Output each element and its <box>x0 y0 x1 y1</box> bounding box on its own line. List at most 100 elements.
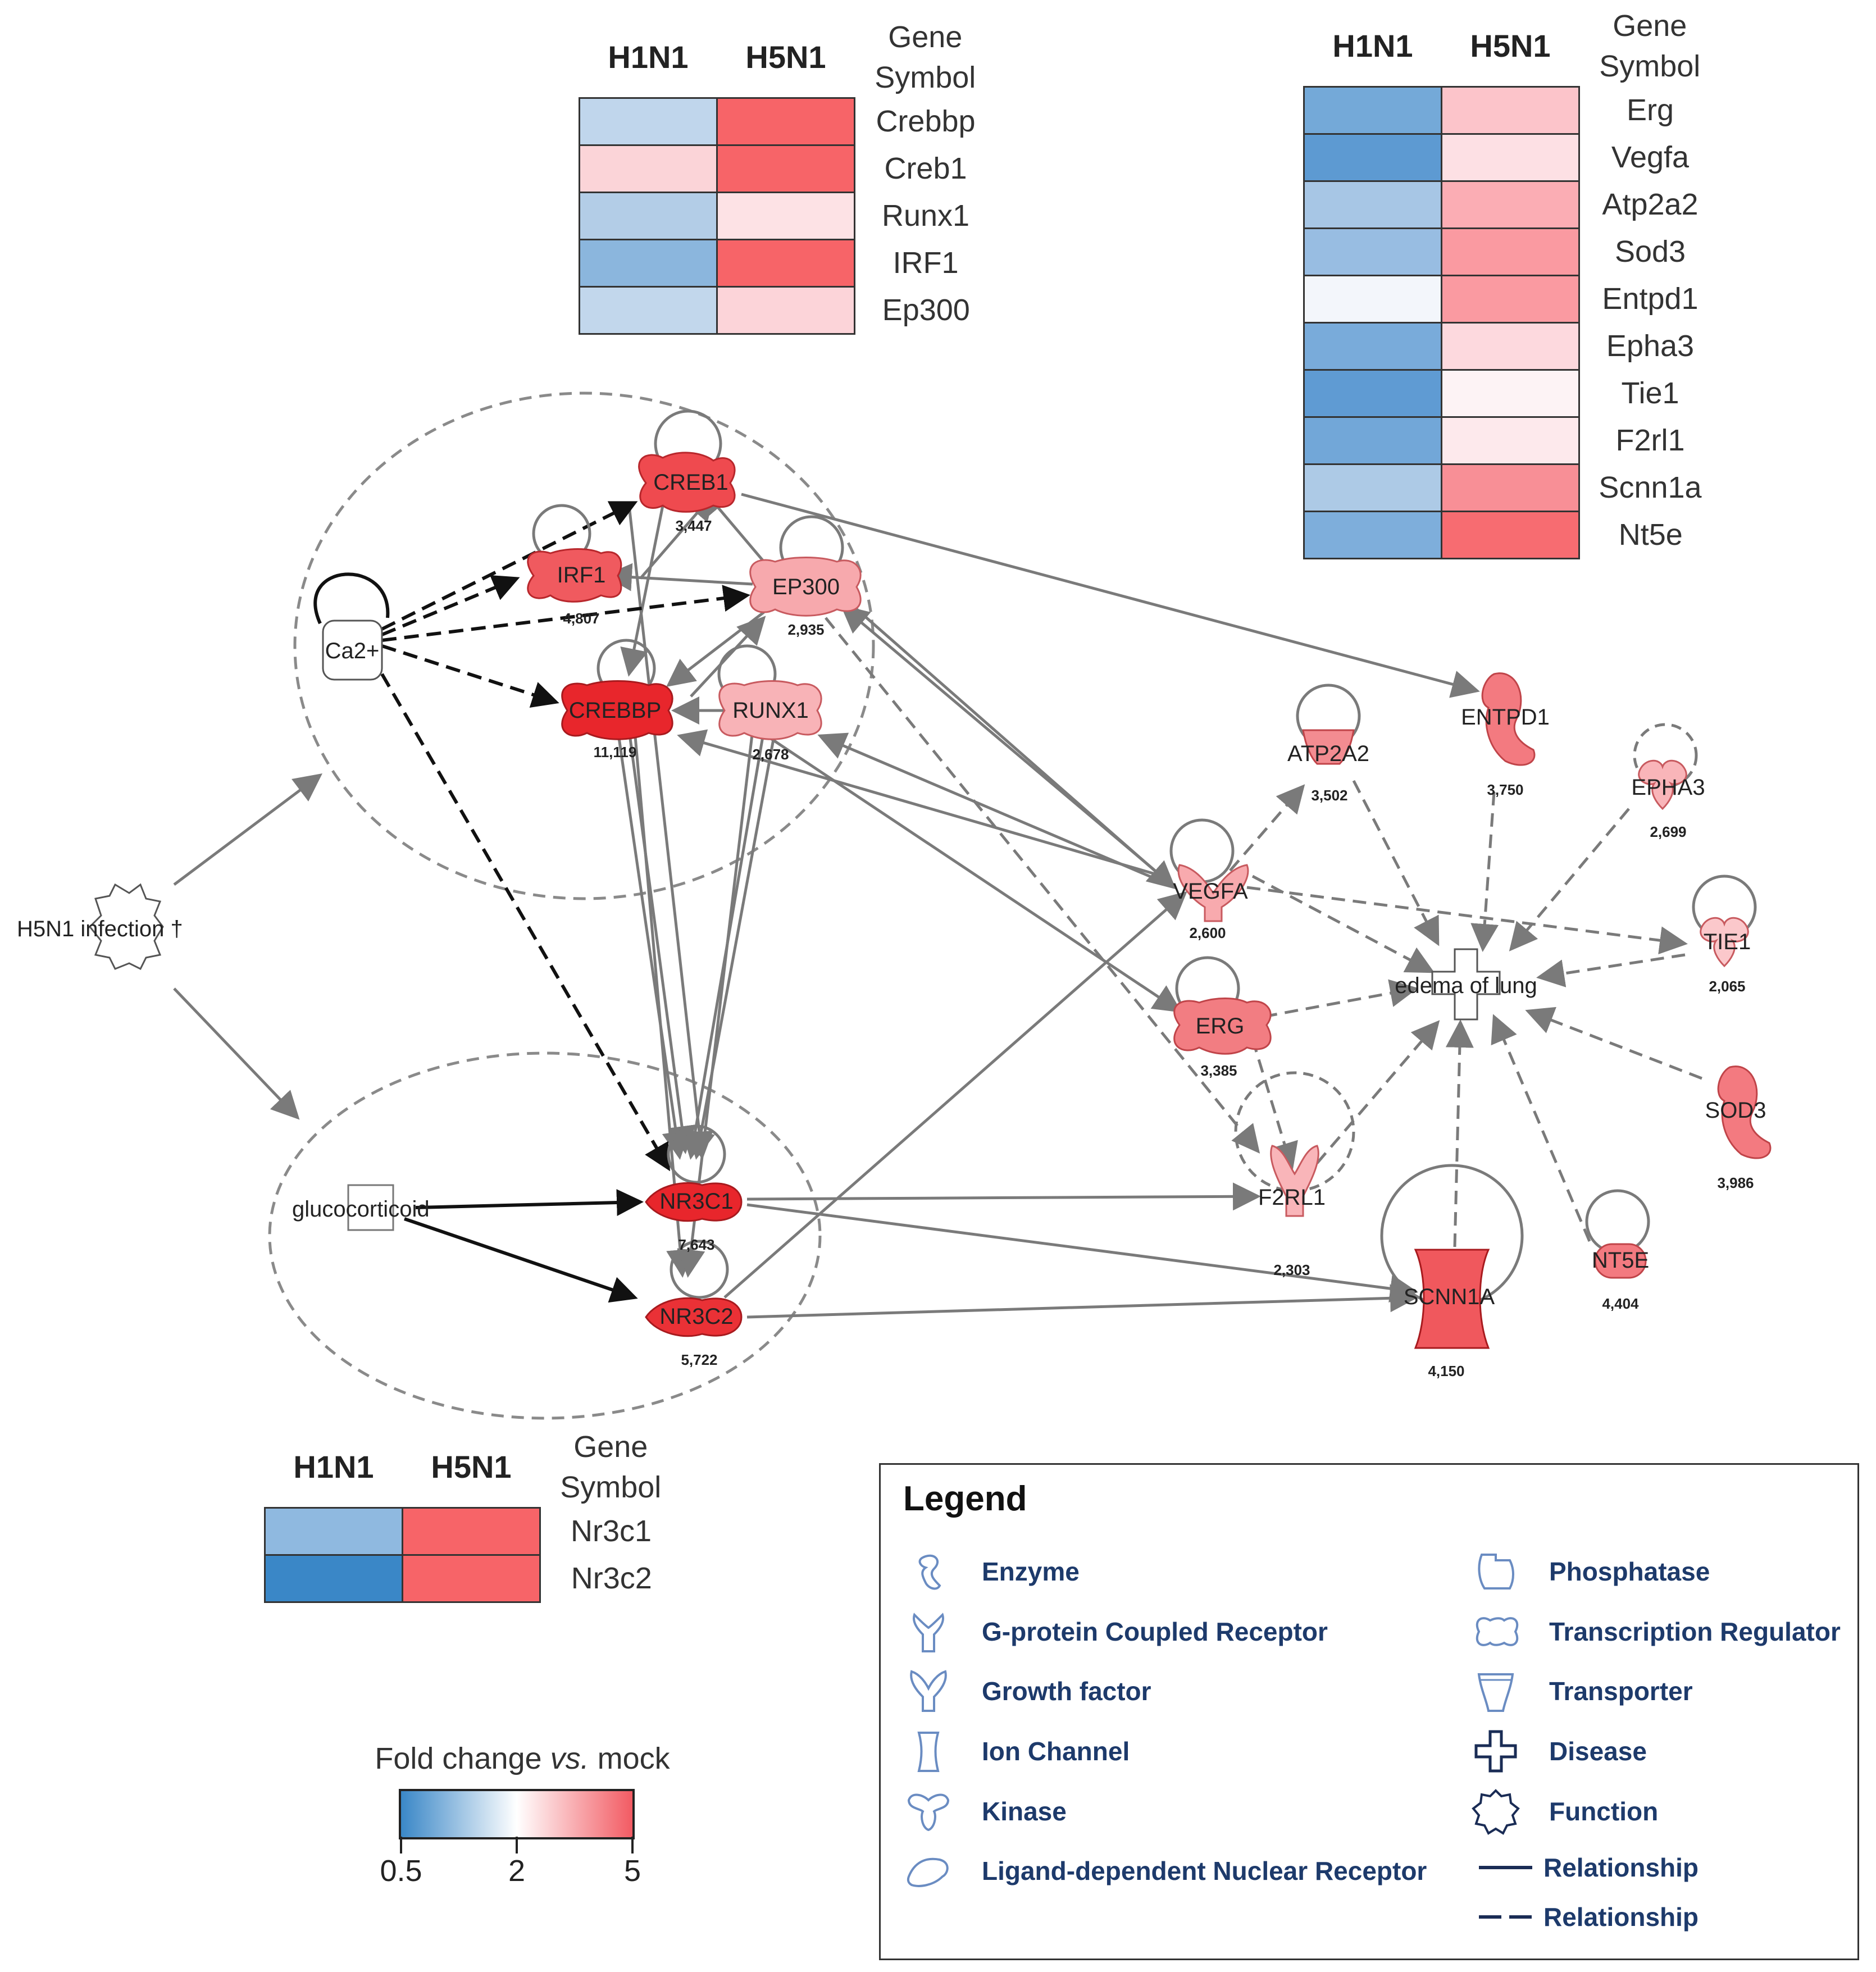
h5n1-cell <box>716 238 855 288</box>
node-label: TIE1 <box>1704 930 1751 954</box>
node-tie1[interactable]: TIE1 2,065 <box>1700 917 1751 995</box>
disease-icon <box>1474 1730 1517 1773</box>
node-entpd1[interactable]: ENTPD1 3,750 <box>1461 672 1550 798</box>
gpcr-icon <box>913 1613 944 1652</box>
node-sod3[interactable]: SOD3 3,986 <box>1705 1065 1772 1191</box>
h5n1-cell <box>402 1506 541 1556</box>
col-h5n1: H5N1 <box>431 1449 512 1484</box>
legend-label: Transporter <box>1549 1677 1693 1706</box>
legend-item-growth-factor: Growth factor <box>903 1666 1151 1716</box>
node-value: 2,935 <box>787 621 824 638</box>
nuclear-receptor-icon <box>907 1857 949 1887</box>
scale-tick-label: 2 <box>508 1854 526 1888</box>
scale-title-em: vs. <box>550 1742 589 1775</box>
node-value: 2,678 <box>752 746 789 763</box>
node-glucocorticoid[interactable]: glucocorticoid <box>292 1184 430 1231</box>
node-ca2[interactable]: Ca2+ <box>322 620 383 681</box>
node-label: ERG <box>1196 1014 1245 1039</box>
node-value: 2,699 <box>1650 823 1686 840</box>
node-h5n1-infection[interactable]: H5N1 infection † <box>17 883 183 971</box>
col-h5n1: H5N1 <box>745 39 826 75</box>
node-atp2a2[interactable]: ATP2A2 3,502 <box>1287 729 1369 804</box>
legend-label: Disease <box>1549 1737 1647 1766</box>
gene-symbol: Sod3 <box>1614 235 1686 268</box>
node-label: SOD3 <box>1705 1098 1766 1123</box>
legend-label: Kinase <box>982 1797 1067 1826</box>
h5n1-cell <box>1441 510 1580 559</box>
legend-title: Legend <box>903 1479 1027 1518</box>
node-value: 3,385 <box>1200 1062 1237 1079</box>
legend-item-ion-channel: Ion Channel <box>903 1726 1130 1777</box>
gene-symbol: Creb1 <box>884 152 967 185</box>
h1n1-cell <box>1303 274 1442 324</box>
node-erg[interactable]: ERG 3,385 <box>1173 998 1272 1080</box>
kinase-icon <box>907 1793 950 1832</box>
scale-title-post: mock <box>589 1742 670 1775</box>
col-h1n1: H1N1 <box>608 39 689 75</box>
node-label: H5N1 infection † <box>17 917 183 941</box>
node-edema-of-lung[interactable]: edema of lung <box>1395 948 1537 1021</box>
col-h5n1: H5N1 <box>1470 28 1551 63</box>
node-runx1[interactable]: RUNX1 2,678 <box>718 680 822 763</box>
h1n1-cell <box>1303 180 1442 229</box>
heatmap-row: F2rl1 <box>1303 416 1722 465</box>
node-creb1[interactable]: CREB1 3,447 <box>638 452 736 534</box>
legend-item-transcription-regulator: Transcription Regulator <box>1470 1606 1841 1657</box>
legend-item-nuclear-receptor: Ligand-dependent Nuclear Receptor <box>903 1846 1427 1896</box>
node-label: CREB1 <box>653 470 728 495</box>
solid-line-icon <box>1479 1866 1532 1869</box>
phosphatase-icon <box>1478 1554 1514 1590</box>
col-gene-symbol: Gene Symbol <box>560 1430 662 1504</box>
h5n1-cell <box>1441 133 1580 182</box>
legend-label: Ion Channel <box>982 1737 1130 1766</box>
h1n1-cell <box>264 1506 403 1556</box>
gene-symbol: Entpd1 <box>1602 282 1699 316</box>
enzyme-icon <box>918 1554 941 1590</box>
h1n1-cell <box>1303 416 1442 465</box>
node-crebbp[interactable]: CREBBP 11,119 <box>561 680 673 761</box>
h1n1-cell <box>1303 133 1442 182</box>
node-value: 5,722 <box>681 1351 717 1368</box>
black-dashed-edges <box>380 501 750 1172</box>
h1n1-cell <box>579 191 718 240</box>
h1n1-cell <box>1303 321 1442 371</box>
transporter-icon <box>1477 1673 1514 1712</box>
node-value: 4,807 <box>563 610 599 627</box>
transcription-regulator-icon <box>1476 1617 1519 1646</box>
heatmap-row: IRF1 <box>579 238 997 288</box>
function-icon <box>1472 1789 1520 1835</box>
legend-label: Phosphatase <box>1549 1557 1710 1586</box>
node-nr3c2[interactable]: NR3C2 5,722 <box>645 1297 743 1368</box>
legend-item-relationship-solid: Relationship <box>1470 1842 1699 1893</box>
node-nr3c1[interactable]: NR3C1 7,643 <box>645 1182 743 1253</box>
node-ep300[interactable]: EP300 2,935 <box>749 557 862 639</box>
node-label: glucocorticoid <box>292 1197 430 1222</box>
node-nt5e[interactable]: NT5E 4,404 <box>1592 1243 1649 1312</box>
node-irf1[interactable]: IRF1 4,807 <box>527 548 622 627</box>
dashed-line-icon <box>1479 1915 1532 1919</box>
node-value: 3,750 <box>1487 781 1523 798</box>
h5n1-cell <box>1441 227 1580 276</box>
node-vegfa[interactable]: VEGFA 2,600 <box>1173 864 1249 941</box>
heatmap-row: Creb1 <box>579 144 997 193</box>
node-value: 7,643 <box>678 1236 714 1253</box>
dashed-edges <box>825 617 1702 1247</box>
node-scnn1a[interactable]: SCNN1A 4,150 <box>1404 1249 1495 1379</box>
gene-symbol: Ep300 <box>882 293 970 327</box>
legend-label: Ligand-dependent Nuclear Receptor <box>982 1856 1427 1886</box>
gene-symbol: Nr3c2 <box>571 1561 652 1595</box>
gene-symbol: Nt5e <box>1618 518 1683 552</box>
node-label: F2RL1 <box>1258 1185 1326 1210</box>
scale-tick <box>400 1837 402 1853</box>
node-f2rl1[interactable]: F2RL1 2,303 <box>1258 1145 1326 1278</box>
legend: Legend Enzyme G-protein Coupled Receptor… <box>879 1463 1859 1960</box>
gene-symbol: Nr3c1 <box>570 1514 652 1548</box>
node-value: 3,986 <box>1717 1174 1754 1191</box>
gene-symbol: F2rl1 <box>1615 423 1685 457</box>
scale-title-pre: Fold change <box>375 1742 550 1775</box>
node-epha3[interactable]: EPHA3 2,699 <box>1631 759 1705 840</box>
node-value: 4,150 <box>1428 1363 1464 1379</box>
node-value: 3,502 <box>1311 787 1347 804</box>
